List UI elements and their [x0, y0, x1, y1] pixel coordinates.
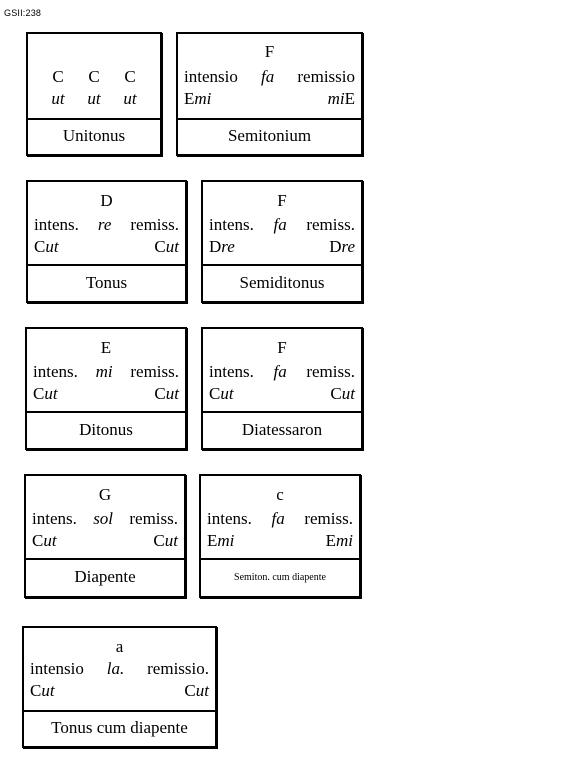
intensio-label: intens.: [34, 215, 79, 234]
bottom-right: Emi: [325, 531, 353, 550]
remissio-label: remiss.: [130, 215, 179, 234]
interval-box-diapente: G intens. sol remiss. Cut Cut Diapente: [24, 474, 186, 598]
interval-name: Ditonus: [79, 419, 133, 439]
top-note: E: [100, 338, 112, 357]
note-right: C: [124, 67, 136, 86]
interval-box-ditonus: E intens. mi remiss. Cut Cut Ditonus: [25, 327, 187, 450]
interval-name: Diatessaron: [241, 419, 323, 439]
interval-box-semiditonus: F intens. fa remiss. Dre Dre Semiditonus: [201, 180, 363, 303]
interval-box-unitonus: C C C ut ut ut Unitonus: [26, 32, 162, 156]
interval-box-semiton-cum-diapente: c intens. fa remiss. Emi Emi Semiton. cu…: [199, 474, 361, 598]
top-note: a: [115, 637, 124, 656]
syllable-center: fa: [261, 67, 275, 86]
bottom-right: Cut: [153, 531, 178, 550]
top-note: F: [264, 42, 275, 61]
syllable-center: ut: [87, 89, 101, 108]
interval-box-tonus-cum-diapente: a intensio la. remissio. Cut Cut Tonus c…: [22, 626, 217, 748]
bottom-right: miE: [327, 89, 355, 108]
interval-name: Semitonium: [227, 126, 312, 145]
top-note: D: [100, 191, 113, 210]
intensio-label: intens.: [32, 509, 77, 528]
interval-box-diatessaron: F intens. fa remiss. Cut Cut Diatessaron: [201, 327, 363, 450]
remissio-label: remiss.: [130, 362, 179, 381]
interval-name: Semiditonus: [239, 272, 325, 292]
syllable-center: fa: [271, 509, 285, 528]
bottom-right: Cut: [154, 237, 179, 256]
remissio-label: remiss.: [306, 362, 355, 381]
interval-name: Tonus cum diapente: [51, 718, 188, 737]
intensio-label: intensio: [184, 67, 238, 86]
top-note: F: [277, 191, 287, 210]
intensio-label: intensio: [30, 659, 84, 678]
note-left: C: [52, 67, 64, 86]
syllable-right: ut: [123, 89, 137, 108]
intensio-label: intens.: [33, 362, 78, 381]
interval-name: Semiton. cum diapente: [234, 571, 326, 583]
top-note: G: [98, 485, 112, 504]
syllable-center: mi: [95, 362, 113, 381]
interval-name: Diapente: [74, 567, 136, 586]
intensio-label: intens.: [209, 215, 254, 234]
note-center: C: [88, 67, 100, 86]
interval-name: Unitonus: [62, 126, 126, 145]
interval-name: Tonus: [85, 272, 128, 292]
remissio-label: remissio: [297, 67, 355, 86]
intensio-label: intens.: [209, 362, 254, 381]
interval-box-tonus: D intens. re remiss. Cut Cut Tonus: [26, 180, 187, 303]
top-note: F: [277, 338, 287, 357]
intensio-label: intens.: [207, 509, 252, 528]
bottom-left: Emi: [207, 531, 235, 550]
bottom-left: Cut: [32, 531, 57, 550]
remissio-label: remiss.: [129, 509, 178, 528]
bottom-right: Cut: [184, 681, 209, 700]
bottom-left: Cut: [30, 681, 55, 700]
bottom-right: Cut: [154, 384, 179, 403]
remissio-label: remiss.: [304, 509, 353, 528]
bottom-right: Cut: [330, 384, 355, 403]
page-reference: GSII:238: [4, 8, 42, 18]
bottom-left: Cut: [33, 384, 58, 403]
syllable-center: re: [97, 215, 112, 234]
remissio-label: remiss.: [306, 215, 355, 234]
syllable-center: sol: [93, 509, 114, 528]
remissio-label: remissio.: [147, 659, 209, 678]
interval-box-semitonium: F intensio fa remissio Emi miE Semitoniu…: [176, 32, 363, 156]
bottom-right: Dre: [329, 237, 355, 256]
bottom-left: Cut: [34, 237, 59, 256]
bottom-left: Emi: [184, 89, 212, 108]
syllable-center: fa: [273, 362, 287, 381]
bottom-left: Dre: [209, 237, 235, 256]
syllable-center: fa: [273, 215, 287, 234]
top-note: c: [276, 485, 284, 504]
bottom-left: Cut: [209, 384, 234, 403]
syllable-center: la.: [106, 659, 125, 678]
syllable-left: ut: [51, 89, 65, 108]
